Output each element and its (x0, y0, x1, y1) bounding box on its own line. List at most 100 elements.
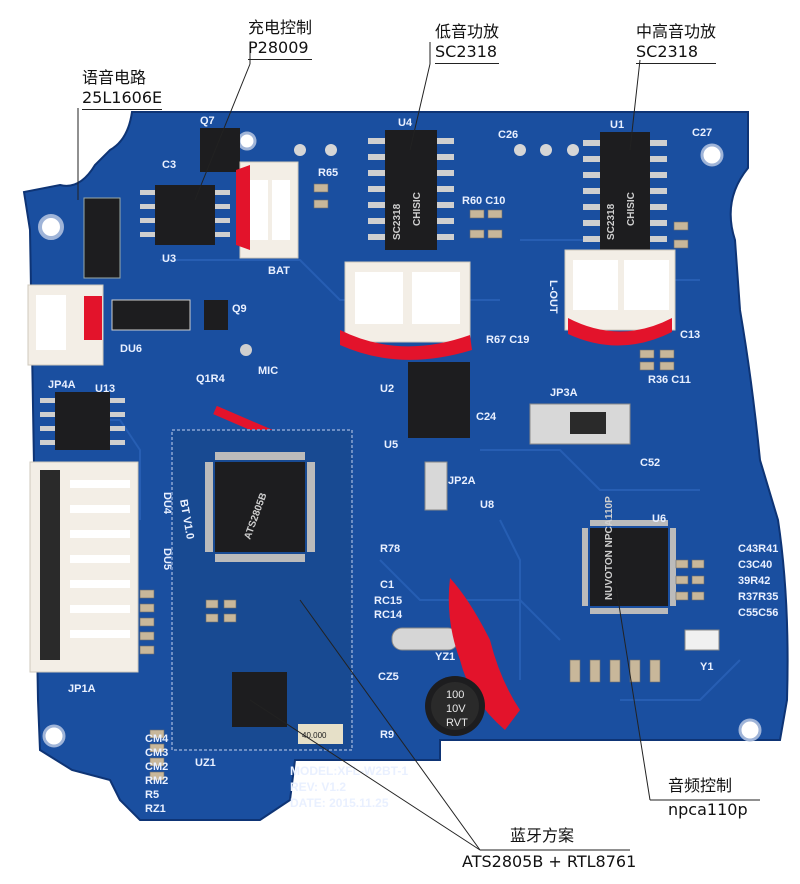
silk-rc14: RC14 (374, 609, 403, 621)
silk-r36c11: R36 C11 (648, 374, 691, 386)
silk-c26: C26 (498, 129, 518, 141)
connector-bat (236, 161, 299, 259)
callout-voice-part: 25L1606E (82, 88, 163, 110)
svg-text:CM2: CM2 (145, 761, 168, 773)
switch-jp3a-slider (570, 412, 606, 434)
svg-text:100: 100 (446, 689, 464, 701)
chip-u6: NUVOTON NPCA110P (582, 496, 676, 614)
silk-du4: DU4 (161, 492, 173, 515)
callout-voice-circuit: 语音电路 25L1606E (82, 68, 163, 110)
chip-q9 (204, 300, 228, 330)
callout-lines (77, 42, 760, 851)
silk-rev: REV: V1.2 (290, 780, 346, 794)
chip-u4: SC2318 CHISIC (368, 130, 454, 250)
callout-midhigh-title: 中高音功放 (636, 22, 717, 41)
callout-charge-control: 充电控制 P28009 (248, 18, 313, 60)
chip-u13 (40, 392, 125, 450)
callout-mid-high-amp: 中高音功放 SC2318 (636, 22, 717, 64)
silk-c13: C13 (680, 329, 700, 341)
silk-u8: U8 (480, 499, 494, 511)
silk-jp3a: JP3A (550, 387, 578, 399)
callout-audio-part: npca110p (668, 800, 748, 819)
silk-u6: U6 (652, 513, 666, 525)
connector-bass-out (340, 261, 472, 360)
callout-audio-title: 音频控制 (668, 776, 733, 795)
silk-uz1: UZ1 (195, 757, 216, 769)
mic-pad (240, 344, 252, 356)
chip-u2 (408, 362, 470, 438)
u4-marking: SC2318 (392, 203, 403, 240)
silk-c1: C1 (380, 579, 394, 591)
callout-bass-title: 低音功放 (435, 22, 500, 41)
callout-charge-title: 充电控制 (248, 18, 313, 37)
svg-text:RVT: RVT (446, 717, 468, 729)
u4-maker: CHISIC (412, 192, 423, 226)
silk-date: DATE: 2015.11.25 (290, 796, 389, 810)
silk-u4: U4 (398, 117, 413, 129)
silk-u1: U1 (610, 119, 624, 131)
silk-q1r4: Q1R4 (196, 373, 226, 385)
silk-r9: R9 (380, 729, 394, 741)
silk-q9: Q9 (232, 303, 247, 315)
silk-r65: R65 (318, 167, 338, 179)
u1-marking: SC2318 (606, 203, 617, 240)
crystal-yz1 (391, 627, 459, 651)
callout-charge-part: P28009 (248, 38, 313, 60)
silk-cz5: CZ5 (378, 671, 399, 683)
silk-du6: DU6 (120, 343, 142, 355)
diode-du6 (111, 299, 191, 331)
callout-bt-part: ATS2805B + RTL8761 (462, 852, 637, 871)
svg-text:R37R35: R37R35 (738, 591, 778, 603)
silk-jp1a: JP1A (68, 683, 96, 695)
silk-u5: U5 (384, 439, 398, 451)
connector-jp4a (27, 284, 104, 366)
diode-du7 (83, 197, 121, 279)
silk-u3: U3 (162, 253, 176, 265)
silk-r78: R78 (380, 543, 400, 555)
silk-yz1: YZ1 (435, 651, 455, 663)
silk-mic: MIC (258, 365, 278, 377)
callout-audio-control: 音频控制 npca110p (668, 776, 748, 820)
svg-text:CM3: CM3 (145, 747, 168, 759)
smd-passives (139, 183, 705, 781)
mounting-holes (38, 131, 762, 748)
silk-y1: Y1 (700, 661, 713, 673)
svg-text:C55C56: C55C56 (738, 607, 778, 619)
svg-text:C43R41: C43R41 (738, 543, 778, 555)
silk-u2: U2 (380, 383, 394, 395)
callout-bluetooth: 蓝牙方案 ATS2805B + RTL8761 (462, 826, 636, 872)
silk-left-stack: CM4 CM3 CM2 RM2 R5 RZ1 (145, 733, 169, 815)
electrolytic-capacitor: 100 10V RVT (425, 676, 485, 736)
callout-bt-title: 蓝牙方案 (510, 826, 575, 845)
svg-text:RM2: RM2 (145, 775, 168, 787)
silk-jp4a: JP4A (48, 379, 76, 391)
callout-voice-title: 语音电路 (82, 68, 147, 87)
silk-r60c10: R60 C10 (462, 195, 505, 207)
svg-text:RZ1: RZ1 (145, 803, 166, 815)
silk-lout: L-OUT (547, 280, 559, 314)
silk-jp2a: JP2A (448, 475, 476, 487)
silk-model: MODEL:XFL-W2BT-1 (290, 764, 408, 778)
silk-c3: C3 (162, 159, 176, 171)
connector-midhigh-out (564, 249, 676, 346)
silk-c52: C52 (640, 457, 660, 469)
chip-q7 (200, 128, 240, 172)
svg-text:39R42: 39R42 (738, 575, 770, 587)
connector-jp1a (29, 461, 139, 673)
svg-text:R5: R5 (145, 789, 159, 801)
chip-u1: SC2318 CHISIC (583, 132, 667, 250)
crystal-y1 (684, 629, 720, 651)
switch-jp2a (424, 461, 448, 511)
chip-ats2805b (215, 462, 305, 552)
svg-text:10V: 10V (446, 703, 466, 715)
crystal-marking: 40.000 (302, 731, 327, 740)
silk-right-column: C43R41 C3C40 39R42 R37R35 C55C56 (738, 543, 778, 619)
chip-u3 (140, 185, 230, 245)
silk-q7: Q7 (200, 115, 215, 127)
u6-marking: NUVOTON NPCA110P (604, 496, 615, 600)
silk-bat: BAT (268, 265, 290, 277)
callout-bass-amp: 低音功放 SC2318 (435, 22, 500, 64)
silk-r67c19: R67 C19 (486, 334, 529, 346)
silk-c24: C24 (476, 411, 497, 423)
